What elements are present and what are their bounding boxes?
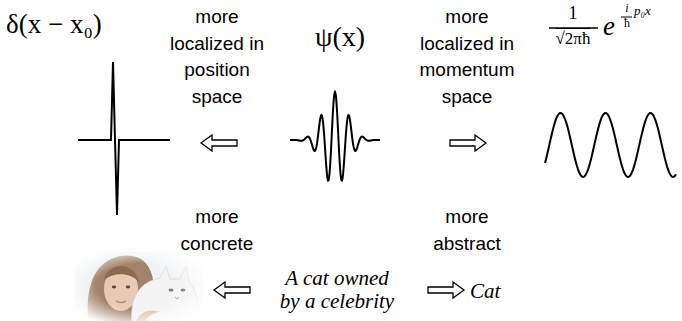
formula-part: √2πħ — [543, 30, 603, 49]
formula-part: i — [620, 2, 634, 15]
formula-part: ħ — [620, 17, 634, 30]
side-note: more abstract — [413, 204, 521, 257]
example-text: A cat owned by a celebrity — [275, 267, 399, 313]
side-note: more localized in position space — [163, 4, 271, 110]
hollow-arrow-right — [428, 282, 464, 298]
hollow-arrow-left — [201, 135, 237, 151]
formula-part: p₀x — [634, 4, 678, 18]
hollow-arrow-left — [214, 282, 250, 298]
example-text: Cat — [470, 280, 530, 303]
formula-part: 1 — [553, 4, 593, 24]
cat-photo — [75, 252, 203, 321]
delta-spike — [78, 62, 170, 215]
plane-wave — [545, 113, 676, 177]
wave-packet — [290, 92, 380, 181]
side-note: more localized in momentum space — [413, 4, 521, 110]
hollow-arrow-right — [450, 135, 486, 151]
side-note: more concrete — [163, 204, 271, 257]
fraction-bar — [549, 27, 598, 28]
math-label: δ(x − x₀) — [6, 10, 156, 40]
formula-part: e — [603, 12, 621, 42]
math-label: ψ(x) — [290, 22, 390, 53]
